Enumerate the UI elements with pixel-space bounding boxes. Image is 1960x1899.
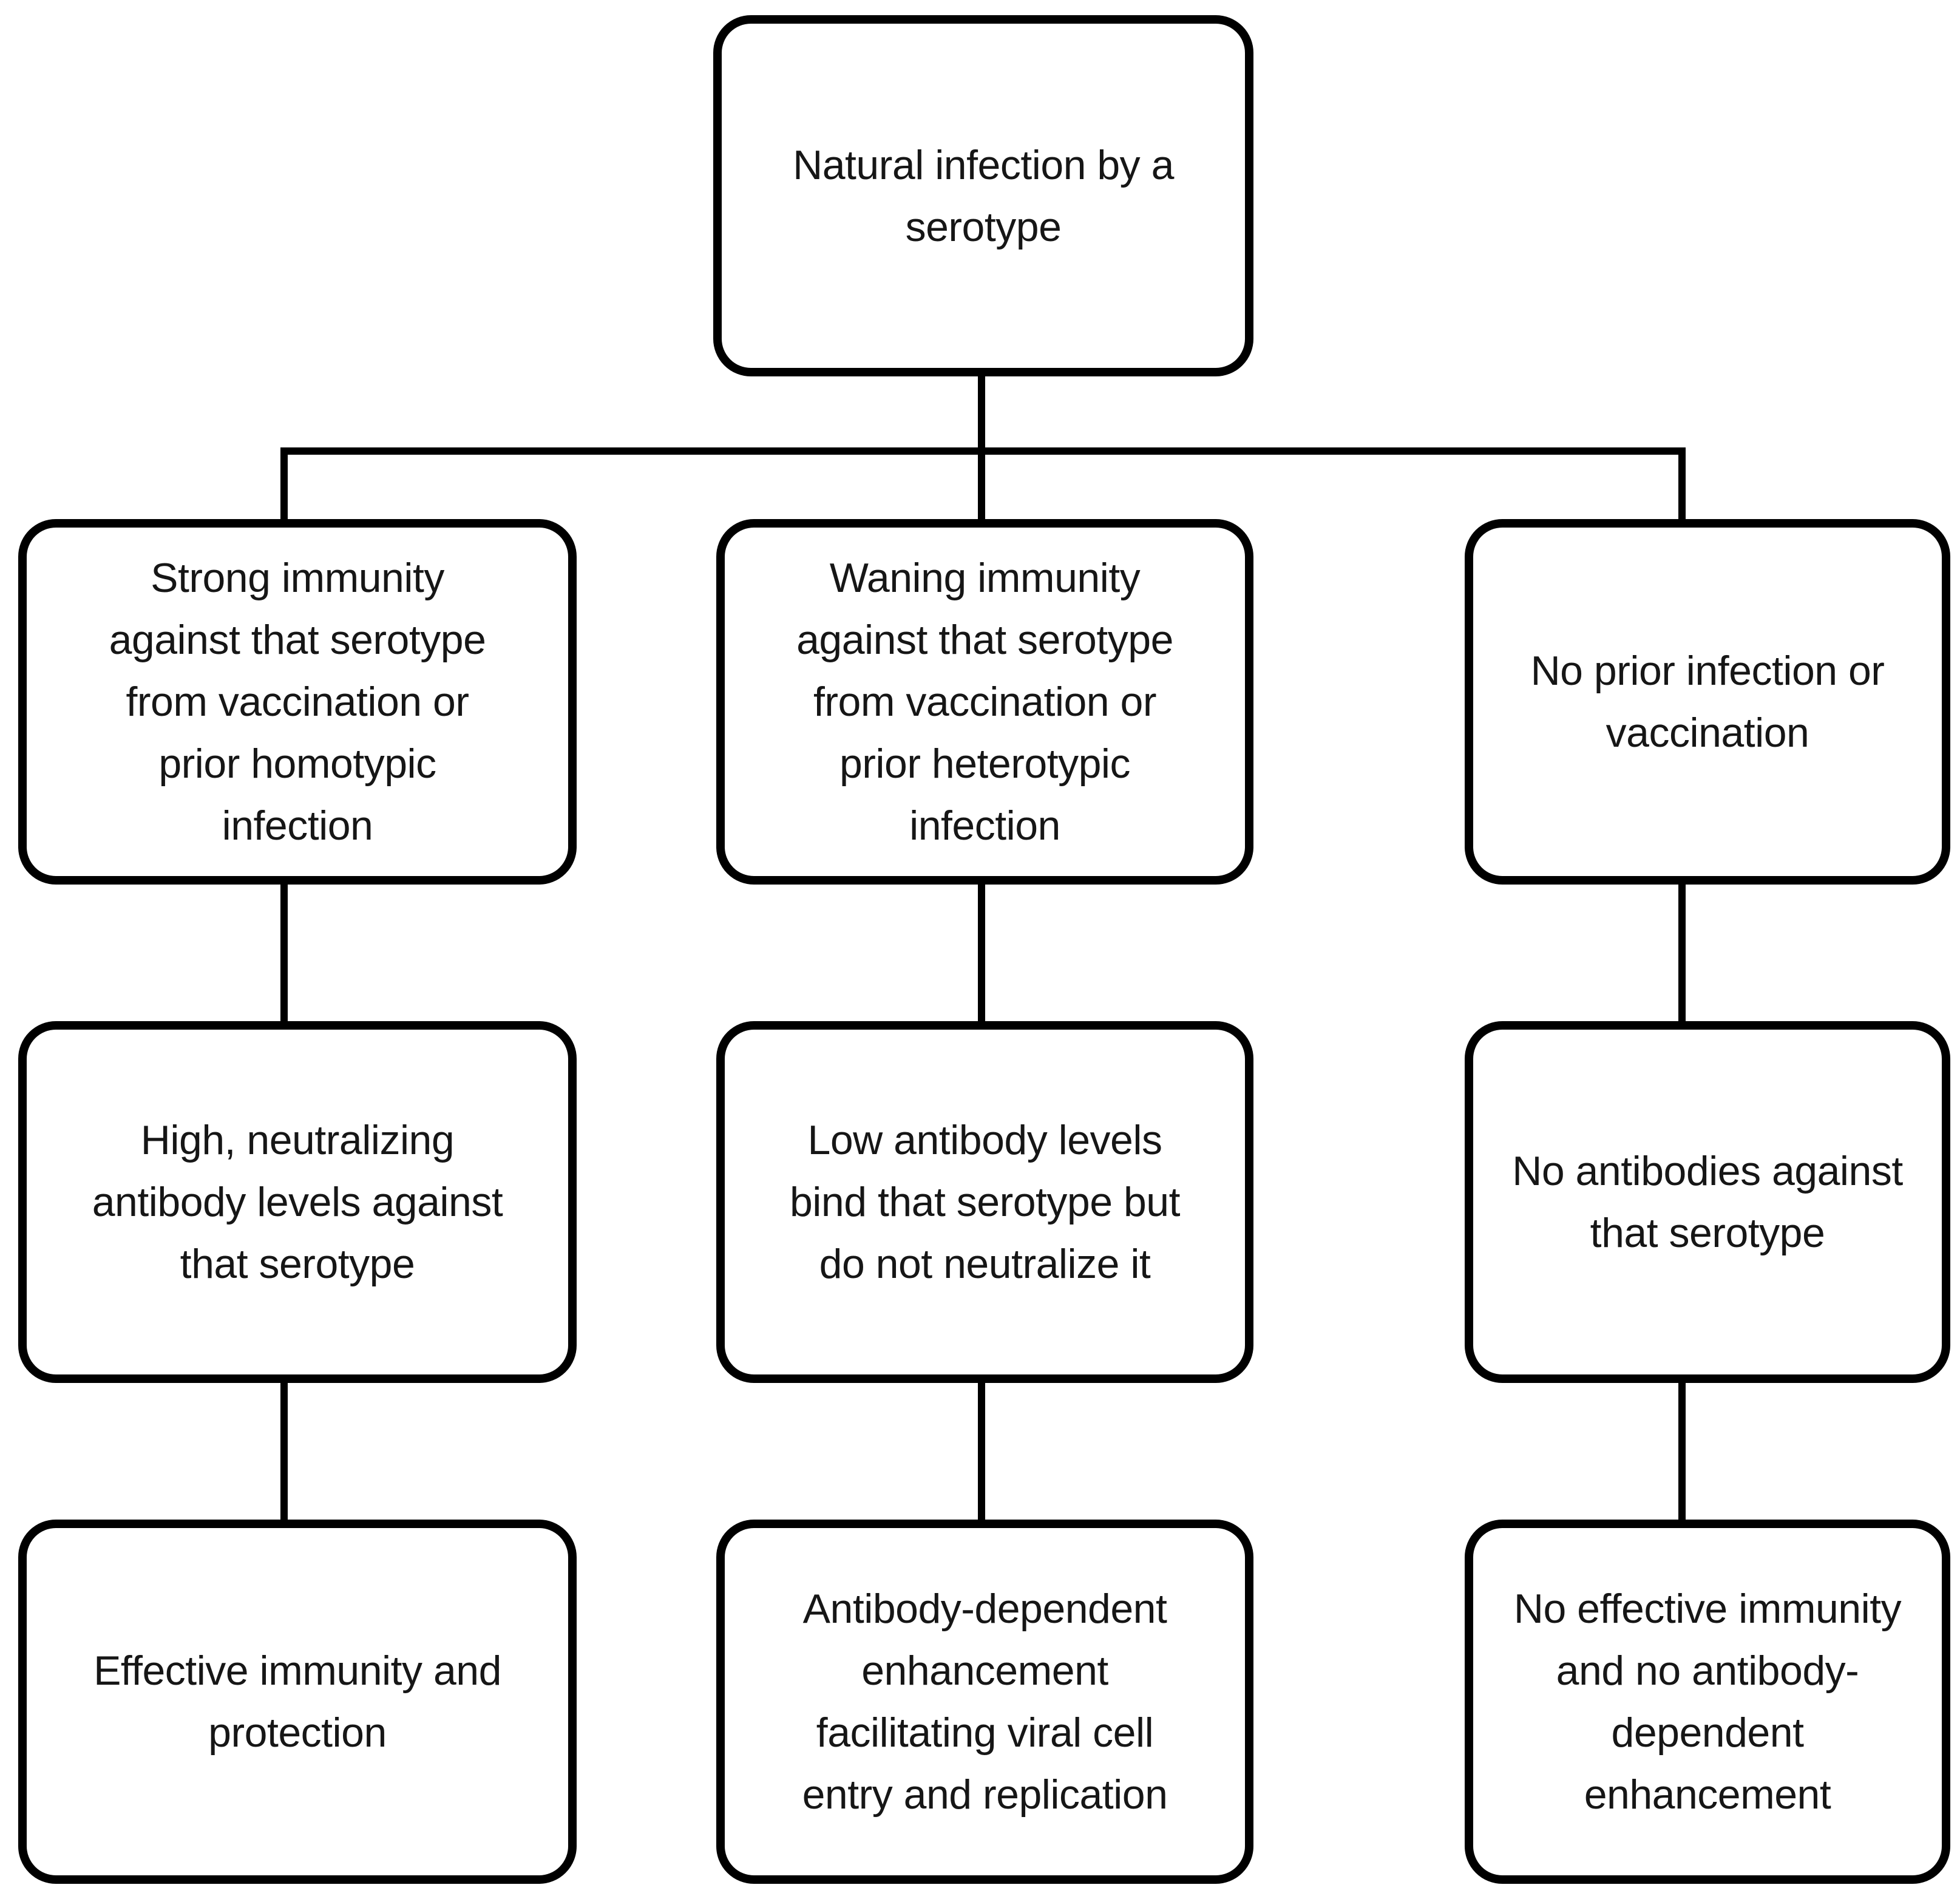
node-effective-immunity-label: Effective immunity and protection (93, 1648, 501, 1756)
connector-right-row1-row2 (1678, 880, 1686, 1026)
node-no-prior-infection: No prior infection or vaccination (1465, 519, 1950, 885)
node-effective-immunity: Effective immunity and protection (18, 1520, 577, 1884)
connector-middle-row2-row3 (978, 1378, 985, 1524)
node-waning-immunity: Waning immunity against that serotype fr… (716, 519, 1253, 885)
connector-root-stub (978, 372, 985, 451)
node-low-antibody-levels: Low antibody levels bind that serotype b… (716, 1021, 1253, 1383)
node-natural-infection: Natural infection by a serotype (713, 15, 1253, 376)
node-no-antibodies-label: No antibodies against that serotype (1512, 1148, 1903, 1256)
node-antibody-dependent-enhancement-label: Antibody-dependent enhancement facilitat… (802, 1586, 1168, 1818)
node-natural-infection-label: Natural infection by a serotype (793, 141, 1174, 250)
node-no-effective-immunity-label: No effective immunity and no antibody- d… (1513, 1586, 1902, 1818)
node-strong-immunity-label: Strong immunity against that serotype fr… (109, 555, 486, 849)
node-no-antibodies: No antibodies against that serotype (1465, 1021, 1950, 1383)
node-strong-immunity: Strong immunity against that serotype fr… (18, 519, 577, 885)
node-high-neutralizing-antibody-label: High, neutralizing antibody levels again… (92, 1117, 503, 1287)
node-waning-immunity-label: Waning immunity against that serotype fr… (796, 555, 1173, 849)
connector-middle-row1-row2 (978, 880, 985, 1026)
node-low-antibody-levels-label: Low antibody levels bind that serotype b… (789, 1117, 1181, 1287)
node-no-effective-immunity: No effective immunity and no antibody- d… (1465, 1520, 1950, 1884)
node-high-neutralizing-antibody: High, neutralizing antibody levels again… (18, 1021, 577, 1383)
connector-drop-middle (978, 447, 985, 524)
connector-right-row2-row3 (1678, 1378, 1686, 1524)
connector-left-row2-row3 (280, 1378, 288, 1524)
connector-drop-right (1678, 447, 1686, 524)
node-antibody-dependent-enhancement: Antibody-dependent enhancement facilitat… (716, 1520, 1253, 1884)
connector-left-row1-row2 (280, 880, 288, 1026)
connector-drop-left (280, 447, 288, 524)
node-no-prior-infection-label: No prior infection or vaccination (1530, 648, 1885, 756)
